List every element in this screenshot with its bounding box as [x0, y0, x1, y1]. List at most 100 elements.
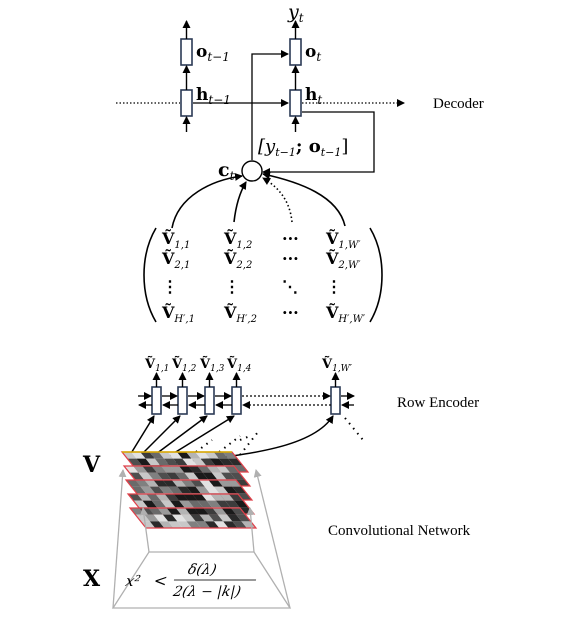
matrix-cell-r1-c2: Ṽ1,2 — [223, 227, 252, 251]
feature-cell — [230, 472, 245, 480]
feature-cell — [204, 486, 220, 494]
feature-cell — [206, 500, 222, 508]
feature-cell — [181, 514, 196, 522]
feature-cell — [158, 452, 174, 459]
feature-cell — [223, 486, 238, 494]
encoder-output-label-5: Ṽ1,W′ — [321, 356, 352, 374]
feature-cell — [190, 480, 205, 487]
feature-cell — [183, 494, 198, 501]
feature-cell — [151, 500, 167, 508]
feature-cell — [129, 472, 144, 480]
formula-lhs: x² — [124, 572, 142, 590]
proj-line-2 — [139, 507, 150, 553]
proj-line-1 — [112, 469, 127, 609]
o-prev-box — [180, 38, 193, 66]
feature-cell — [153, 514, 169, 522]
matrix-cell-r3-c4: ⋮ — [326, 277, 342, 296]
proj-line-4 — [253, 469, 291, 609]
matrix-cell-r4-c1: ṼH′,1 — [161, 301, 195, 325]
fm-arrow-2 — [139, 415, 181, 457]
feature-cell — [195, 486, 210, 494]
feature-cell — [203, 508, 218, 515]
feature-cell — [226, 480, 242, 487]
encoder-cell-4 — [231, 386, 242, 415]
feature-cell — [208, 480, 223, 487]
proj-line-3 — [246, 507, 255, 553]
decoder-label: Decoder — [433, 96, 484, 112]
feature-cell — [168, 521, 183, 528]
feature-cell — [186, 452, 201, 459]
feature-cell — [172, 514, 187, 522]
feature-cell — [154, 458, 170, 466]
matrix-cell-r3-c3: ⋱ — [282, 277, 298, 296]
feature-cell — [213, 486, 229, 494]
encoder-output-label-1: Ṽ1,1 — [144, 356, 169, 374]
feature-map-border — [124, 479, 254, 501]
feature-cell — [137, 494, 152, 501]
attention-arrow-dotted — [262, 177, 293, 223]
feature-cell — [122, 452, 137, 459]
feature-cell — [223, 521, 238, 528]
attention-arrow-1 — [171, 172, 243, 229]
feature-cell — [212, 508, 227, 515]
feature-cell — [131, 452, 146, 459]
feature-cell — [131, 486, 146, 494]
encoder-output-label-4: Ṽ1,4 — [226, 356, 252, 374]
h-t-label: ht — [305, 85, 322, 107]
feature-cell — [149, 521, 165, 528]
feature-cell — [175, 472, 190, 480]
feature-cell — [140, 452, 155, 459]
feature-cell — [162, 514, 178, 522]
y-t-label: yt — [287, 1, 304, 25]
feature-cell — [133, 466, 148, 473]
feature-cell — [224, 466, 240, 473]
feature-cell — [201, 494, 216, 501]
feature-cell — [156, 472, 172, 480]
matrix-cell-r2-c1: Ṽ2,1 — [161, 247, 190, 271]
fm-dots-1 — [195, 439, 213, 453]
feature-cell — [169, 466, 185, 473]
feature-cell — [170, 500, 185, 508]
feature-cell — [153, 480, 168, 487]
feature-cell — [195, 452, 210, 459]
row-encoder-label: Row Encoder — [397, 395, 479, 411]
feature-cell — [138, 472, 153, 480]
feature-cell — [188, 466, 203, 473]
feature-cell — [232, 521, 247, 528]
feature-cell — [140, 486, 155, 494]
feature-cell — [222, 452, 238, 459]
feature-cell — [147, 472, 163, 480]
feature-cell — [133, 500, 148, 508]
feature-cell — [148, 508, 163, 515]
matrix-cell-r2-c3: ··· — [282, 249, 299, 268]
encoder-cell-3 — [204, 386, 215, 415]
matrix-cell-r2-c2: Ṽ2,2 — [223, 247, 252, 271]
feature-cell — [157, 508, 172, 515]
feature-cell — [155, 494, 170, 501]
feature-cell — [184, 472, 199, 480]
o-t-label: ot — [305, 42, 321, 64]
feature-cell — [135, 480, 150, 487]
fm-dots-4 — [239, 435, 251, 441]
feature-cell — [197, 500, 212, 508]
matrix-right-paren — [369, 227, 383, 323]
feature-cell — [185, 508, 200, 515]
feature-cell — [195, 521, 211, 528]
feature-cell — [210, 494, 225, 501]
feature-cell — [167, 452, 183, 459]
feature-cell — [192, 494, 207, 501]
feature-cell — [164, 458, 179, 466]
feature-cell — [158, 486, 174, 494]
feature-cell — [186, 486, 201, 494]
matrix-cell-r3-c2: ⋮ — [224, 277, 240, 296]
feature-cell — [225, 500, 240, 508]
feature-cell — [145, 458, 161, 466]
feature-cell — [149, 452, 164, 459]
feature-cell — [204, 521, 220, 528]
feature-cell — [128, 494, 143, 501]
feature-cell — [234, 500, 249, 508]
feature-cell — [200, 458, 216, 466]
concat-label: [yt−1; ot−1] — [258, 136, 348, 159]
